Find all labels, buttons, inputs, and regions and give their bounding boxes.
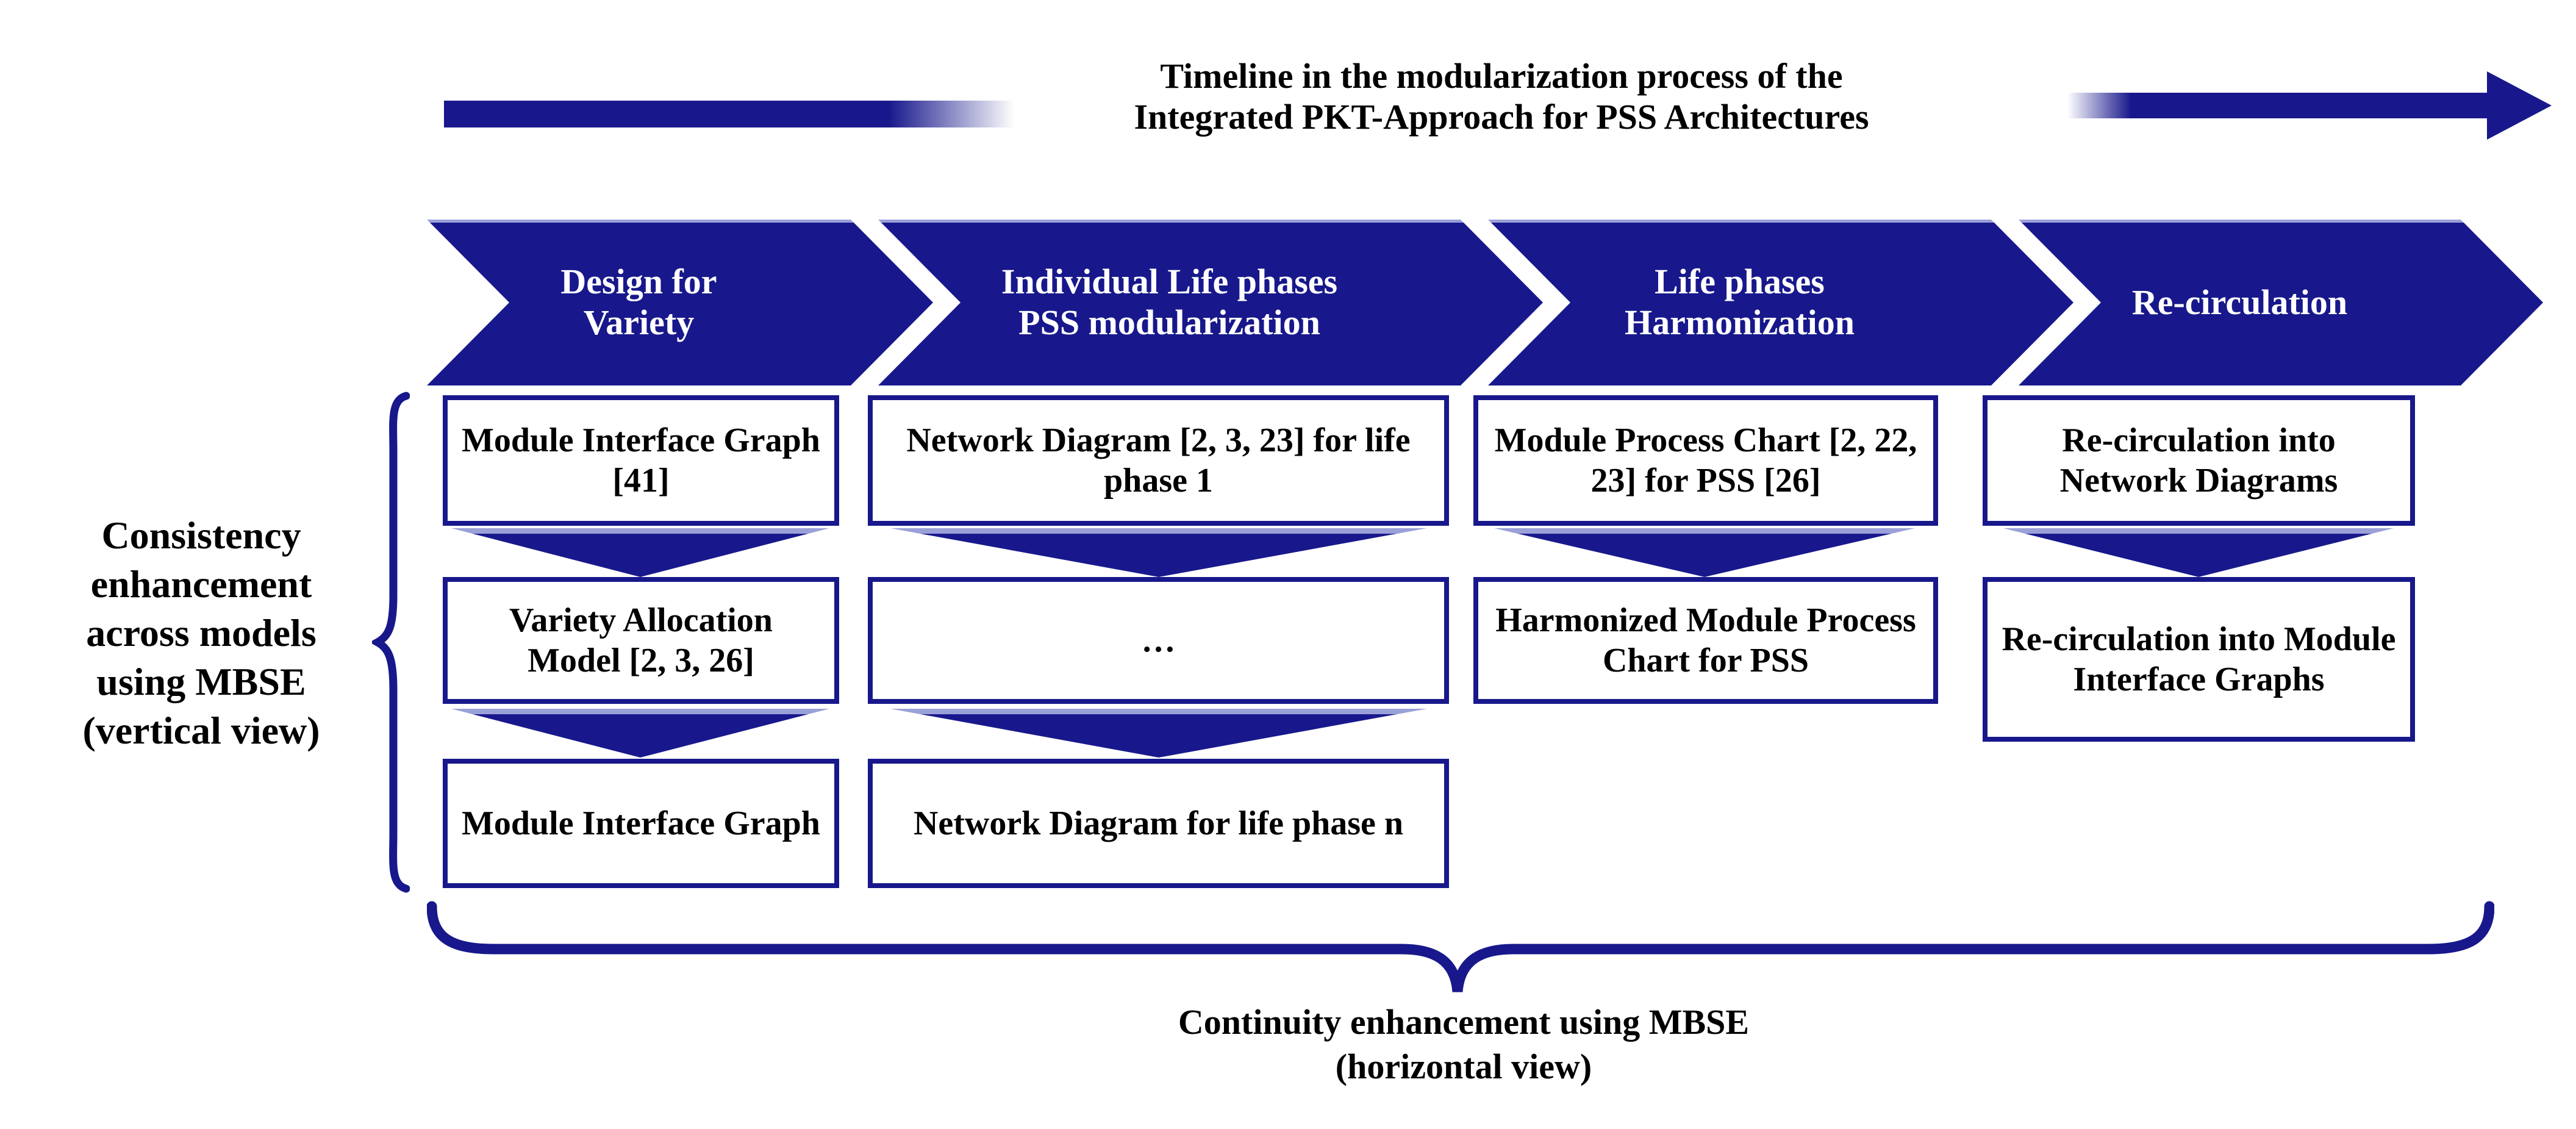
left-label-line: Consistency	[101, 514, 301, 557]
phase-chevron-re-circulation: Re-circulation	[2019, 220, 2543, 385]
phase-chevron-life-phases-harmonization: Life phases Harmonization	[1488, 220, 2073, 385]
phase-label: Re-circulation	[2132, 282, 2347, 323]
timeline-arrow-right-segment	[2067, 93, 2491, 118]
down-arrow-icon	[2003, 528, 2394, 577]
model-box-module-interface-graph-41: Module Interface Graph [41]	[443, 395, 839, 526]
model-box-recirculation-network-diagrams: Re-circulation into Network Diagrams	[1983, 395, 2415, 526]
model-box-harmonized-module-process-chart: Harmonized Module Process Chart for PSS	[1473, 577, 1938, 704]
left-label-line: enhancement	[90, 562, 312, 606]
left-curly-brace-icon	[372, 392, 410, 893]
down-arrow-icon	[451, 709, 829, 758]
consistency-enhancement-label: Consistency enhancement across models us…	[24, 511, 378, 755]
down-arrow-icon	[890, 528, 1427, 577]
diagram-title: Timeline in the modularization process o…	[892, 56, 2111, 137]
model-box-module-interface-graph: Module Interface Graph	[443, 759, 839, 888]
phase-label: Life phases Harmonization	[1625, 262, 1855, 343]
phase-label-line2: Variety	[583, 303, 695, 342]
left-label-line: across models	[86, 611, 317, 654]
left-label-line: (vertical view)	[82, 709, 320, 752]
phase-label-line2: Harmonization	[1625, 303, 1855, 342]
bottom-label-line2: (horizontal view)	[1335, 1046, 1592, 1086]
phase-label-line1: Life phases	[1655, 262, 1825, 302]
phase-label-line1: Re-circulation	[2131, 282, 2348, 322]
phase-label: Individual Life phases PSS modularizatio…	[1001, 262, 1337, 343]
phase-label: Design for Variety	[560, 262, 717, 343]
down-arrow-icon	[1494, 528, 1915, 577]
continuity-enhancement-label: Continuity enhancement using MBSE (horiz…	[671, 1000, 2256, 1089]
model-box-module-process-chart: Module Process Chart [2, 22, 23] for PSS…	[1473, 395, 1938, 526]
model-box-ellipsis: …	[868, 577, 1449, 704]
down-arrow-icon	[890, 709, 1427, 758]
model-box-variety-allocation-model: Variety Allocation Model [2, 3, 26]	[443, 577, 839, 704]
phase-chevron-individual-life-phases: Individual Life phases PSS modularizatio…	[878, 220, 1543, 385]
phase-label-line1: Individual Life phases	[1001, 262, 1338, 302]
model-box-network-diagram-phase1: Network Diagram [2, 3, 23] for life phas…	[868, 395, 1449, 526]
phase-chevron-design-for-variety: Design for Variety	[427, 220, 933, 385]
timeline-arrow-left-segment	[444, 101, 1014, 127]
model-box-recirculation-module-interface-graphs: Re-circulation into Module Interface Gra…	[1983, 577, 2415, 742]
phase-label-line1: Design for	[560, 262, 717, 302]
diagram-title-line2: Integrated PKT-Approach for PSS Architec…	[1134, 96, 1869, 137]
left-label-line: using MBSE	[96, 660, 306, 703]
bottom-label-line1: Continuity enhancement using MBSE	[1178, 1002, 1750, 1042]
model-box-network-diagram-phase-n: Network Diagram for life phase n	[868, 759, 1449, 888]
phase-label-line2: PSS modularization	[1018, 303, 1320, 342]
down-arrow-icon	[451, 528, 829, 577]
timeline-arrowhead-icon	[2487, 71, 2552, 140]
bottom-curly-brace-icon	[427, 901, 2494, 992]
diagram-title-line1: Timeline in the modularization process o…	[1160, 56, 1843, 96]
